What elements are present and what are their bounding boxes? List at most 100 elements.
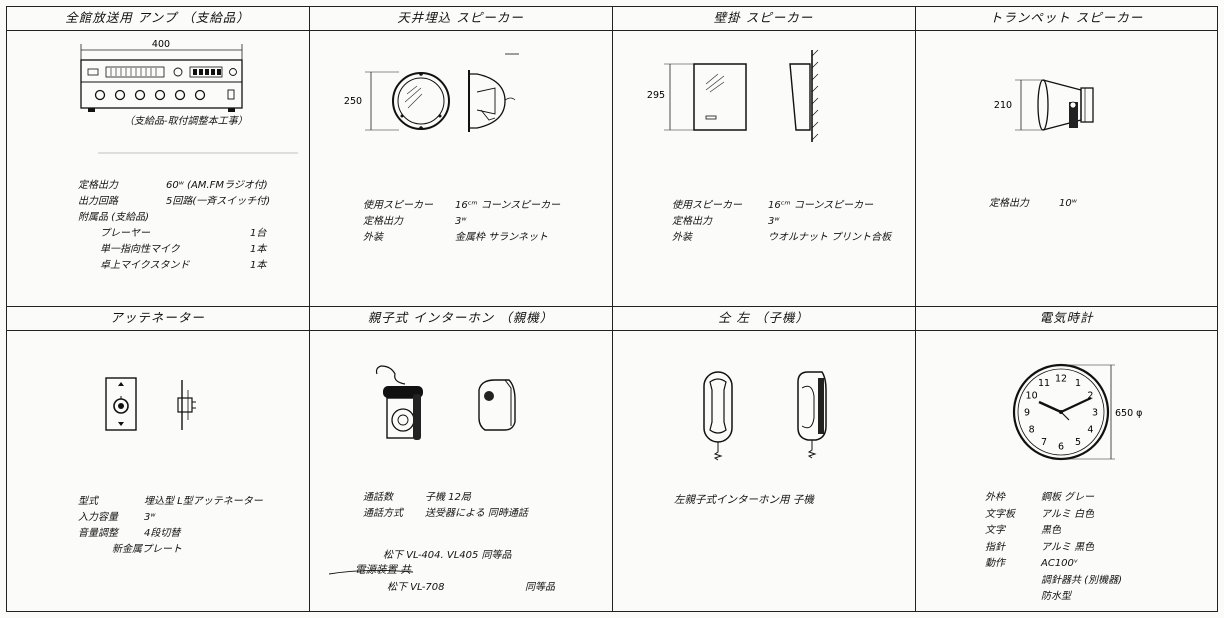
spec-value: 黒色 <box>1041 525 1061 536</box>
spec-row: 使用スピーカー 16ᶜᵐ コーンスピーカー <box>672 198 891 214</box>
intercom-master-model: 松下 VL-404. VL405 同等品 <box>383 550 512 561</box>
clock-numeral: 7 <box>1041 437 1047 448</box>
cell-intercom-sub: 仝 左 （子機） 左親子式インターホン用 子機 <box>612 306 915 612</box>
row-divider <box>6 306 1218 307</box>
amp-drawing: 400 <box>80 39 298 154</box>
accessory-name: 単一指向性マイク <box>100 244 180 255</box>
spec-value: 新金属プレート <box>112 544 182 555</box>
clock-numeral: 9 <box>1024 408 1030 419</box>
spec-value: 金属枠 サランネット <box>455 232 548 243</box>
amp-width-dim: 400 <box>152 39 170 50</box>
intercom-sub-note: 左親子式インターホン用 子機 <box>674 494 814 506</box>
accessory-name: 卓上マイクスタンド <box>100 260 190 271</box>
column-divider <box>915 6 916 612</box>
spec-key: 型式 <box>78 496 98 507</box>
clock-numeral: 12 <box>1055 374 1067 385</box>
amp-supply-note: （支給品-取付調整本工事） <box>124 116 248 127</box>
spec-key: 通話方式 <box>363 508 403 519</box>
cell-title: 全館放送用 アンプ （支給品） <box>65 10 250 25</box>
spec-key: 定格出力 <box>363 216 403 227</box>
spec-key: 使用スピーカー <box>672 200 742 211</box>
spec-value: 3ʷ <box>455 216 467 227</box>
cell-intercom-master: 親子式 インターホン （親機） 通話数子機 12局 通話方式 送受器による 同時通… <box>309 306 612 612</box>
spec-key: 附属品 (支給品) <box>78 212 149 223</box>
intercom-sub-drawing <box>703 371 827 461</box>
spec-row: 型式埋込型 L型アッテネーター <box>78 494 263 510</box>
header-divider <box>6 30 1218 31</box>
clock-numeral: 1 <box>1075 378 1081 389</box>
clock-numeral: 10 <box>1026 391 1038 402</box>
spec-key: 定格出力 <box>989 198 1029 209</box>
spec-row: 新金属プレート <box>78 542 263 558</box>
spec-value: 60ʷ (AM.FMラジオ付) <box>166 180 268 191</box>
spec-value: 3ʷ <box>144 512 156 523</box>
hour-hand <box>1038 400 1062 414</box>
spec-value: 3ʷ <box>768 216 780 227</box>
spec-key: 外装 <box>672 232 692 243</box>
header-divider <box>6 330 1218 331</box>
column-divider <box>612 6 613 612</box>
spec-key: 出力回路 <box>78 196 118 207</box>
spec-value: 16ᶜᵐ コーンスピーカー <box>768 200 874 211</box>
spec-value: 送受器による 同時通話 <box>425 508 528 519</box>
spec-value: アルミ 黒色 <box>1041 541 1095 553</box>
spec-row: 文字板アルミ 白色 <box>985 507 1122 524</box>
wall-speaker-drawing: 295 <box>647 49 819 142</box>
spec-key: 指針 <box>985 541 1005 553</box>
wall-speaker-dim: 295 <box>647 90 665 101</box>
spec-row: 外装 ウオルナット プリント合板 <box>672 230 891 246</box>
clock-numeral: 3 <box>1092 408 1098 419</box>
spec-row: 通話数子機 12局 <box>363 490 528 506</box>
trumpet-speaker-dim: 210 <box>994 100 1012 111</box>
spec-row: 防水型 <box>985 589 1122 606</box>
spec-key: 外装 <box>363 232 383 243</box>
ceiling-speaker-drawing: 250 <box>344 53 519 132</box>
clock-numeral: 2 <box>1087 391 1093 402</box>
spec-row: 指針 アルミ 黒色 <box>985 540 1122 557</box>
spec-key: 文字 <box>985 525 1005 536</box>
spec-row: 通話方式 送受器による 同時通話 <box>363 506 528 522</box>
clock-diameter-dim: 650 φ <box>1115 408 1142 419</box>
leader-line <box>328 569 414 575</box>
spec-key: 動作 <box>985 558 1005 569</box>
spec-value: ウオルナット プリント合板 <box>768 232 892 243</box>
spec-key: 文字板 <box>985 508 1015 520</box>
clock-numeral: 4 <box>1087 425 1093 436</box>
power-supply-equivalent: 同等品 <box>525 582 555 593</box>
accessory-name: プレーヤー <box>100 228 150 239</box>
cell-title: 親子式 インターホン （親機） <box>367 310 554 325</box>
spec-key: 定格出力 <box>672 216 712 227</box>
minute-hand <box>1060 397 1092 413</box>
attenuator-drawing <box>105 377 196 431</box>
spec-value: 鋼板 グレー <box>1041 492 1095 503</box>
spec-value: 調針器共 (別機器) <box>1041 574 1122 586</box>
intercom-master-drawing <box>375 365 516 440</box>
spec-row: 調針器共 (別機器) <box>985 573 1122 590</box>
cell-title: 仝 左 （子機） <box>718 310 809 325</box>
cell-title: 天井埋込 スピーカー <box>397 10 524 25</box>
spec-value: 16ᶜᵐ コーンスピーカー <box>455 200 561 211</box>
spec-key: 使用スピーカー <box>363 200 433 211</box>
ceiling-speaker-dim: 250 <box>344 96 362 107</box>
spec-row: 外装 金属枠 サランネット <box>363 230 560 246</box>
spec-row: 定格出力 3ʷ <box>672 214 891 230</box>
cell-title: トランペット スピーカー <box>989 10 1144 25</box>
